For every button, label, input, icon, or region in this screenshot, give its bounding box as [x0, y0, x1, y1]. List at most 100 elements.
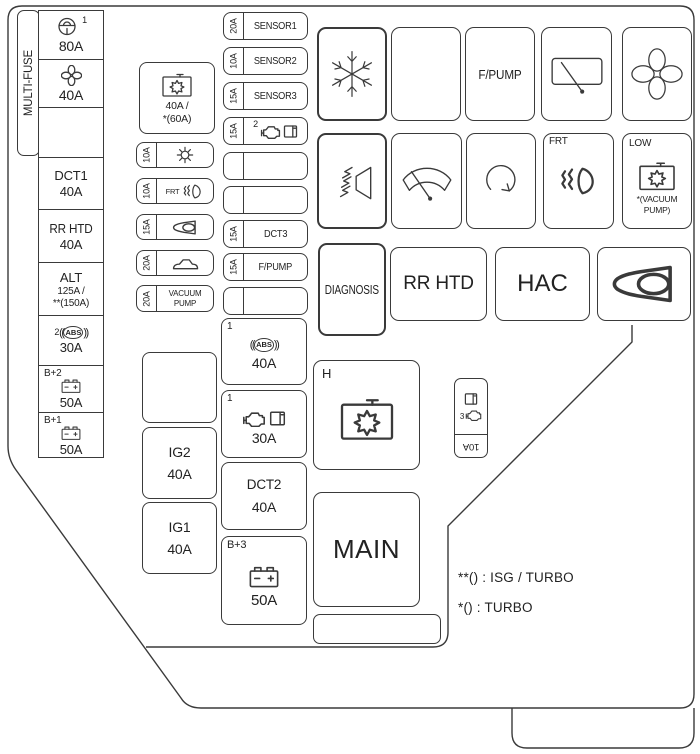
legend-line-isg-turbo: **() : ISG / TURBO — [458, 570, 574, 585]
fuse-20a-sensor1: 20A SENSOR1 — [223, 12, 308, 40]
fuse-amp-alt: *(60A) — [162, 113, 192, 125]
engine-icon — [260, 126, 281, 139]
horn-icon — [612, 265, 672, 303]
steering-wheel-icon — [58, 17, 76, 36]
fuse-15a-sensor3: 15A SENSOR3 — [223, 82, 308, 110]
fuse-h-box: H — [313, 360, 420, 470]
fuse-label: ALT — [59, 269, 83, 285]
fuse-footnote: 2 — [54, 327, 60, 337]
fuse-engine-30a: 1 30A — [221, 390, 307, 458]
fuse-amp: 20A — [141, 255, 152, 271]
fuse-amp: 40A — [167, 466, 192, 482]
fuse-amp: 15A — [228, 88, 239, 104]
relay-hac: HAC — [495, 247, 590, 321]
relay-sub-label-2: PUMP) — [643, 204, 671, 215]
fuse-15a-horn: 15A — [136, 214, 214, 240]
battery-icon — [249, 566, 279, 587]
fuse-main: MAIN — [313, 492, 420, 607]
fuse-amp: 50A — [59, 394, 83, 410]
multi-fuse-label-box: MULTI-FUSE — [17, 10, 40, 156]
relay-fpump: F/PUMP — [465, 27, 535, 121]
fuse-empty — [223, 152, 308, 180]
book-icon — [269, 411, 286, 425]
abs-icon-label: ABS — [63, 325, 84, 340]
relay-label: RR HTD — [403, 273, 474, 294]
fan-icon — [631, 48, 683, 100]
fuse-amp: 15A — [141, 219, 152, 235]
abs-icon-label: ABS — [254, 338, 274, 352]
snowflake-icon — [331, 50, 373, 98]
battery-icon — [61, 426, 81, 440]
fuse-cell-alt: ALT 125A / **(150A) — [39, 263, 103, 316]
fog-lamp-icon — [184, 183, 202, 199]
book-icon — [464, 393, 478, 405]
relay-horn — [597, 247, 691, 321]
fuse-amp: 30A — [251, 430, 277, 446]
relay-label: DIAGNOSIS — [324, 282, 380, 297]
fuse-20a-vacuum-pump: 20A VACUUM PUMP — [136, 285, 214, 312]
fuse-empty — [223, 186, 308, 214]
relay-horn-alarm — [317, 133, 387, 229]
fuse-footnote: 3 — [459, 412, 465, 421]
fuse-amp: 15A — [228, 226, 239, 242]
rotate-arrow-icon — [486, 165, 516, 192]
fuse-label: SENSOR1 — [254, 20, 297, 32]
fuse-label: DCT2 — [246, 477, 282, 492]
fuse-20a-car: 20A — [136, 250, 214, 276]
book-icon — [283, 124, 298, 138]
abs-icon: )) — [273, 339, 280, 351]
relay-sub-label: *(VACUUM — [636, 194, 678, 205]
fuse-cell-abs-30a: 2 (( ABS )) 30A — [39, 316, 103, 366]
relay-icon — [162, 73, 192, 97]
fuse-footnote: 2 — [253, 119, 258, 129]
fuse-cell-blower-40a: 40A — [39, 60, 103, 108]
fuse-amp: 40A — [167, 541, 192, 557]
fuse-amp: 10A — [228, 53, 239, 69]
fuse-amp: 20A — [141, 290, 152, 307]
fuse-label: B+1 — [44, 415, 62, 426]
housing-bottom-tab — [511, 708, 695, 749]
fuse-amp: 10A — [141, 183, 152, 199]
fuse-footnote: 1 — [227, 393, 233, 404]
fan-icon — [60, 64, 82, 86]
relay-rear-wiper — [541, 27, 612, 121]
rear-wiper-icon — [550, 57, 603, 94]
fuse-amp: 15A — [228, 123, 239, 139]
fuse-ig1: IG1 40A — [142, 502, 217, 574]
fuse-amp: 40A / — [165, 100, 189, 112]
fuse-label: FRT — [165, 186, 180, 196]
housing-inner-contour — [146, 325, 633, 648]
fuse-cell-empty — [39, 108, 103, 158]
fuse-10a-frt-fog: 10A FRT — [136, 178, 214, 204]
relay-blower — [622, 27, 692, 121]
abs-icon: )) — [83, 326, 89, 339]
fuse-box-empty — [142, 352, 217, 423]
fog-lamp-icon — [560, 167, 594, 195]
fuse-footnote: 1 — [227, 321, 233, 332]
fuse-amp: 40A — [251, 499, 277, 515]
fuse-label: DCT3 — [263, 228, 288, 240]
fuse-label: B+3 — [227, 539, 247, 551]
fuse-amp: 10A — [141, 147, 152, 163]
fuse-amp: 80A — [58, 38, 84, 54]
engine-icon — [465, 410, 482, 421]
fuse-amp: 125A / — [57, 285, 85, 297]
battery-icon — [61, 379, 81, 393]
fuse-label: SENSOR2 — [254, 55, 297, 67]
fuse-amp: 20A — [228, 18, 239, 34]
fuse-cell-b2: B+2 50A — [39, 366, 103, 413]
fuse-label: MAIN — [333, 534, 400, 564]
fuse-15a-dct3: 15A DCT3 — [223, 220, 308, 248]
relay-label: FRT — [549, 136, 568, 147]
fuse-b3: B+3 50A — [221, 536, 307, 625]
fuse-ig2: IG2 40A — [142, 427, 217, 499]
fuse-dct2: DCT2 40A — [221, 462, 307, 530]
fuse-amp: 50A — [59, 441, 83, 457]
fuse-cell-b1: B+1 50A — [39, 413, 103, 459]
horn-sound-icon — [339, 166, 372, 200]
fuse-amp: 40A — [59, 184, 83, 199]
relay-icon — [639, 162, 675, 191]
relay-diagnosis: DIAGNOSIS — [318, 243, 386, 336]
relay-ac — [317, 27, 387, 121]
